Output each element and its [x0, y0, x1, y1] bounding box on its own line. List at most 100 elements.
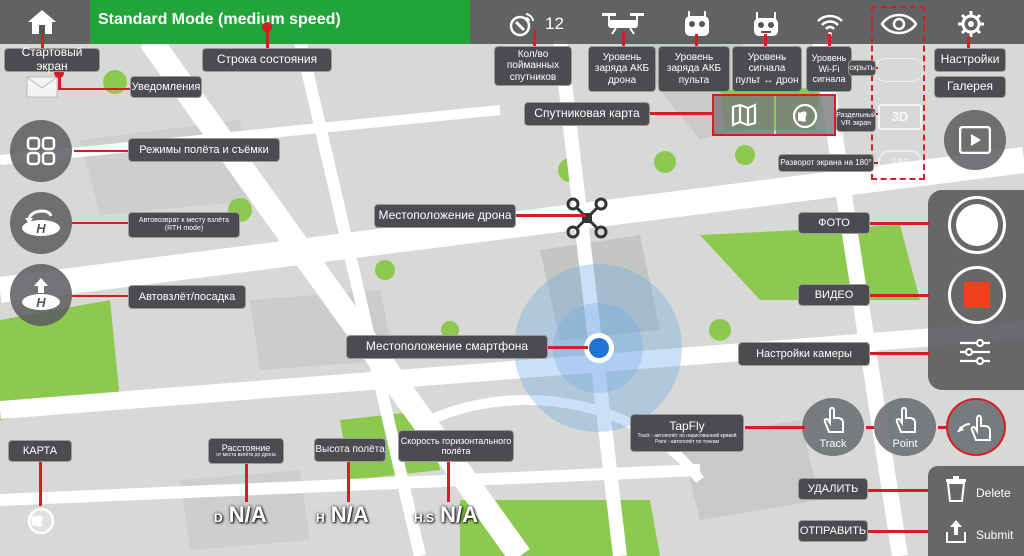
- takeoff-landing-button[interactable]: H: [10, 264, 72, 326]
- delete-label[interactable]: Delete: [976, 486, 1011, 500]
- flight-modes-button[interactable]: [10, 120, 72, 182]
- annotation-connector: [39, 462, 42, 506]
- wifi-icon: [817, 14, 843, 36]
- track-label: Track: [819, 438, 847, 450]
- flight-mode-indicator[interactable]: Standard Mode (medium speed): [90, 0, 470, 44]
- distance-readout: D N/A: [214, 502, 267, 528]
- label-rth: Автовозврат к месту взлёта (RTH mode): [128, 212, 240, 238]
- play-icon: [959, 126, 991, 154]
- label-gallery: Галерея: [934, 76, 1006, 98]
- label-flight-modes: Режимы полёта и съёмки: [128, 138, 280, 162]
- video-button[interactable]: [948, 266, 1006, 324]
- height-prefix: H: [316, 511, 325, 525]
- rth-button[interactable]: H: [10, 192, 72, 254]
- mail-icon[interactable]: [26, 76, 58, 98]
- map-view-button[interactable]: [714, 96, 774, 134]
- label-hide: скрыть: [848, 60, 876, 76]
- label-wifi: Уровень Wi-Fi сигнала: [806, 46, 852, 92]
- rth-icon: H: [22, 209, 60, 236]
- annotation-connector: [72, 222, 128, 224]
- speed-readout: H.S N/A: [414, 502, 478, 528]
- label-remote-battery: Уровень заряда АКБ пульта: [658, 46, 730, 92]
- label-takeoff-landing: Автовзлёт/посадка: [128, 285, 246, 309]
- distance-value: N/A: [228, 502, 267, 527]
- annotation-connector: [866, 426, 874, 429]
- annotation-connector: [262, 22, 272, 32]
- gallery-button[interactable]: [944, 110, 1006, 170]
- label-camera-settings: Настройки камеры: [738, 342, 870, 366]
- label-hspeed: Скорость горизонтального полёта: [398, 430, 514, 462]
- label-tapfly: TapFly Track - автополёт по нарисованной…: [630, 414, 744, 452]
- takeoff-icon: H: [22, 278, 60, 310]
- height-readout: H N/A: [316, 502, 369, 528]
- submit-label[interactable]: Submit: [976, 528, 1014, 542]
- annotation-connector: [764, 34, 767, 48]
- svg-text:H: H: [36, 221, 46, 236]
- distance-subtitle: от места взлёта до дрона: [216, 452, 276, 459]
- annotation-connector: [72, 295, 128, 297]
- label-satellite-map: Спутниковая карта: [524, 102, 650, 126]
- hidden-panel-frame: [871, 6, 925, 180]
- satellite-map-frame: [712, 94, 836, 136]
- annotation-connector: [874, 162, 878, 164]
- speed-value: N/A: [440, 502, 479, 527]
- sliders-icon[interactable]: [958, 338, 992, 366]
- label-notifications: Уведомления: [130, 76, 202, 98]
- map-icon: [731, 103, 757, 127]
- track-button[interactable]: Track: [802, 398, 864, 456]
- annotation-connector: [828, 34, 831, 48]
- hide-toggle[interactable]: [874, 58, 924, 82]
- annotation-connector: [695, 34, 698, 48]
- label-vr-split: Раздельный VR экран: [836, 108, 876, 132]
- annotation-connector: [868, 489, 928, 492]
- home-icon[interactable]: [26, 8, 58, 36]
- label-submit: ОТПРАВИТЬ: [798, 520, 868, 542]
- globe-icon[interactable]: [26, 506, 56, 536]
- trash-icon[interactable]: [945, 476, 967, 502]
- annotation-connector: [54, 68, 64, 78]
- annotation-connector: [870, 294, 930, 297]
- label-drone-location: Местоположение дрона: [374, 204, 516, 228]
- photo-button[interactable]: [948, 196, 1006, 254]
- hand-icon: [957, 414, 991, 441]
- label-photo: ФОТО: [798, 212, 870, 234]
- annotation-connector: [58, 72, 61, 90]
- annotation-connector: [967, 36, 970, 48]
- phone-location-marker: [584, 333, 614, 363]
- annotation-connector: [266, 26, 269, 48]
- vr-split-button[interactable]: 3D: [878, 104, 922, 130]
- gear-icon[interactable]: [956, 9, 986, 39]
- upload-icon[interactable]: [945, 518, 967, 544]
- annotation-connector: [870, 222, 930, 225]
- annotation-connector: [870, 352, 930, 355]
- label-map: КАРТА: [8, 440, 72, 462]
- label-distance: Расстояние от места взлёта до дрона: [208, 438, 284, 464]
- hand-icon: [823, 406, 844, 433]
- annotation-connector: [622, 32, 625, 48]
- annotation-connector: [245, 462, 248, 502]
- label-rotate-180: Разворот экрана на 180°: [778, 154, 874, 172]
- satellite-view-button[interactable]: [776, 96, 834, 134]
- annotation-connector: [548, 346, 588, 349]
- label-settings: Настройки: [934, 48, 1006, 72]
- distance-title: Расстояние: [221, 442, 271, 453]
- annotation-connector: [745, 426, 805, 429]
- label-altitude: Высота полёта: [314, 438, 386, 462]
- tapfly-active-button[interactable]: [946, 398, 1006, 456]
- annotation-connector: [533, 30, 536, 46]
- label-status-bar: Строка состояния: [202, 48, 332, 72]
- rotate-180-button[interactable]: 180: [878, 150, 922, 176]
- flight-mode-text: Standard Mode (medium speed): [98, 11, 341, 28]
- annotation-connector: [347, 460, 350, 502]
- point-button[interactable]: Point: [874, 398, 936, 456]
- label-phone-location: Местоположение смартфона: [346, 335, 548, 359]
- annotation-connector: [938, 426, 946, 429]
- distance-prefix: D: [214, 511, 223, 525]
- speed-prefix: H.S: [414, 511, 435, 525]
- label-home: Стартовый экран: [4, 45, 100, 73]
- tapfly-title: TapFly: [669, 419, 705, 434]
- annotation-connector: [874, 113, 878, 115]
- eye-icon[interactable]: [880, 11, 918, 37]
- annotation-connector: [868, 530, 928, 533]
- globe-icon: [792, 103, 818, 129]
